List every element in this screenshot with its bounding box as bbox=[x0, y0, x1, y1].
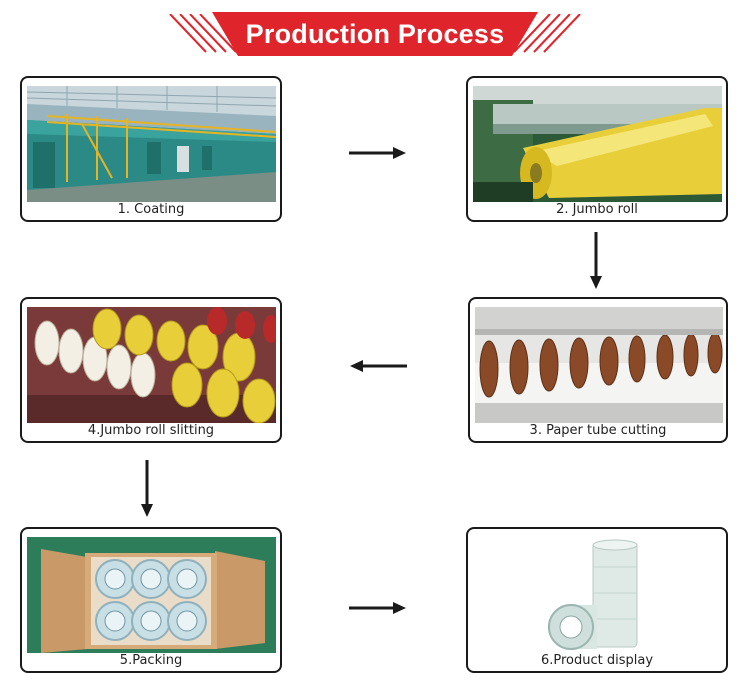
packing-box-photo bbox=[27, 537, 276, 653]
step-label-packing: 5.Packing bbox=[119, 653, 183, 668]
coating-machine-photo bbox=[27, 86, 276, 202]
title-ribbon bbox=[212, 12, 538, 56]
flow-arrow-left-3-4 bbox=[350, 360, 407, 372]
header-banner: Production Process bbox=[0, 0, 750, 60]
flow-arrow-right-1-2 bbox=[349, 147, 406, 159]
jumbo-roll-photo bbox=[473, 86, 722, 202]
step-card-jumbo-roll-slitting: 4.Jumbo roll slitting bbox=[20, 297, 282, 443]
page-title: Production Process bbox=[245, 19, 505, 49]
product-display-photo bbox=[473, 537, 722, 653]
jumbo-roll-slitting-photo bbox=[27, 307, 276, 423]
flow-arrow-down-2-3 bbox=[590, 232, 602, 289]
step-card-packing: 5.Packing bbox=[20, 527, 282, 673]
left-hatch-decoration bbox=[169, 14, 237, 53]
step-label-product-display: 6.Product display bbox=[540, 653, 654, 668]
step-card-product-display: 6.Product display bbox=[466, 527, 728, 673]
step-label-jumbo-roll-slitting: 4.Jumbo roll slitting bbox=[87, 423, 215, 438]
step-card-paper-tube-cutting: 3. Paper tube cutting bbox=[468, 297, 728, 443]
right-hatch-decoration bbox=[513, 14, 581, 53]
step-card-coating: 1. Coating bbox=[20, 76, 282, 222]
step-card-jumbo-roll: 2. Jumbo roll bbox=[466, 76, 728, 222]
step-label-paper-tube-cutting: 3. Paper tube cutting bbox=[529, 423, 667, 438]
step-label-jumbo-roll: 2. Jumbo roll bbox=[556, 202, 638, 217]
paper-tube-cutting-photo bbox=[475, 307, 723, 423]
step-label-coating: 1. Coating bbox=[117, 202, 185, 217]
flow-arrow-right-5-6 bbox=[349, 602, 406, 614]
flow-arrow-down-4-5 bbox=[141, 460, 153, 517]
